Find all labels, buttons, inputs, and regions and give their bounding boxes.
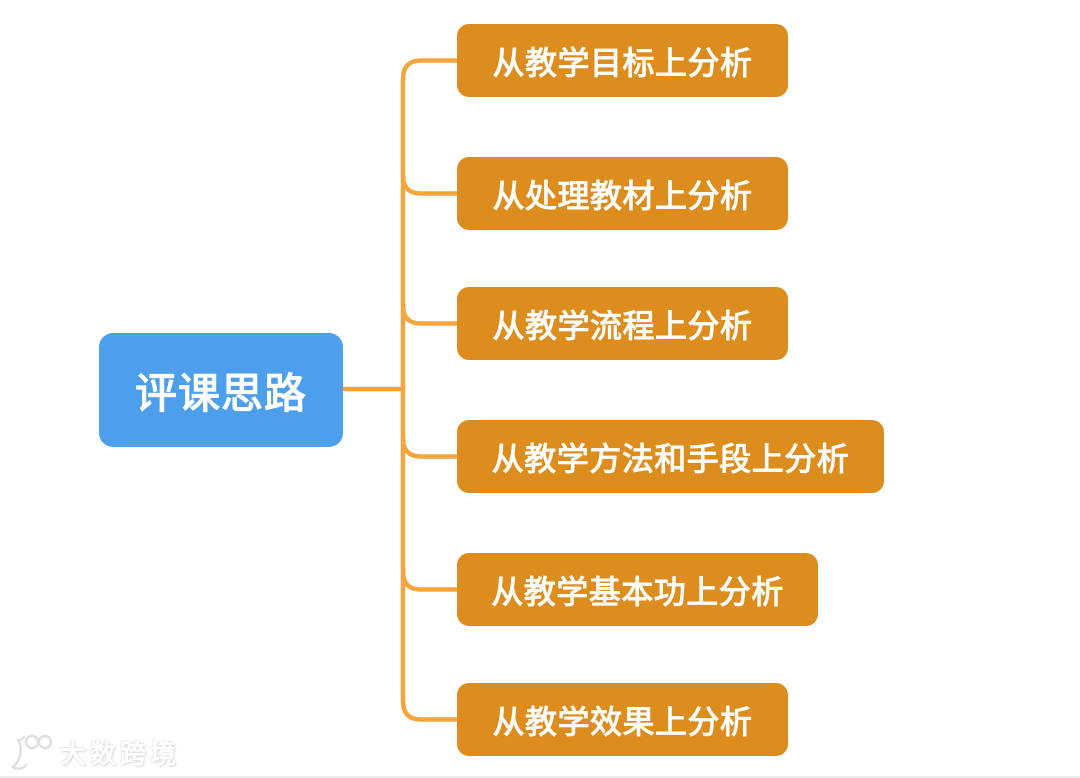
branch-connector xyxy=(400,58,460,82)
branch-connector xyxy=(400,698,460,722)
brand-logo-icon xyxy=(11,734,52,770)
branch-node-label: 从处理教材上分析 xyxy=(492,177,753,214)
branch-node-teaching-methods[interactable]: 从教学方法和手段上分析 xyxy=(457,420,884,493)
branch-node-label: 从教学流程上分析 xyxy=(492,307,753,344)
root-node-label: 评课思路 xyxy=(134,369,307,417)
branch-connector xyxy=(400,303,460,326)
branch-connector xyxy=(400,173,460,196)
branch-node-label: 从教学目标上分析 xyxy=(492,44,753,81)
branch-node-teaching-process[interactable]: 从教学流程上分析 xyxy=(457,287,788,360)
branch-node-label: 从教学效果上分析 xyxy=(492,703,753,740)
watermark: 大数跨境 xyxy=(8,732,180,772)
watermark-text: 大数跨境 xyxy=(60,738,181,769)
branch-connector xyxy=(400,569,460,592)
branch-connector xyxy=(400,436,460,459)
branch-node-teaching-materials[interactable]: 从处理教材上分析 xyxy=(457,157,788,230)
branch-node-label: 从教学方法和手段上分析 xyxy=(491,440,850,477)
branch-node-teaching-basic-skills[interactable]: 从教学基本功上分析 xyxy=(457,553,818,626)
root-node[interactable]: 评课思路 xyxy=(99,333,343,447)
branch-node-teaching-effect[interactable]: 从教学效果上分析 xyxy=(457,683,788,756)
branch-node-label: 从教学基本功上分析 xyxy=(491,573,784,610)
bottom-edge-line xyxy=(0,776,1080,778)
branch-node-teaching-objectives[interactable]: 从教学目标上分析 xyxy=(457,24,788,97)
